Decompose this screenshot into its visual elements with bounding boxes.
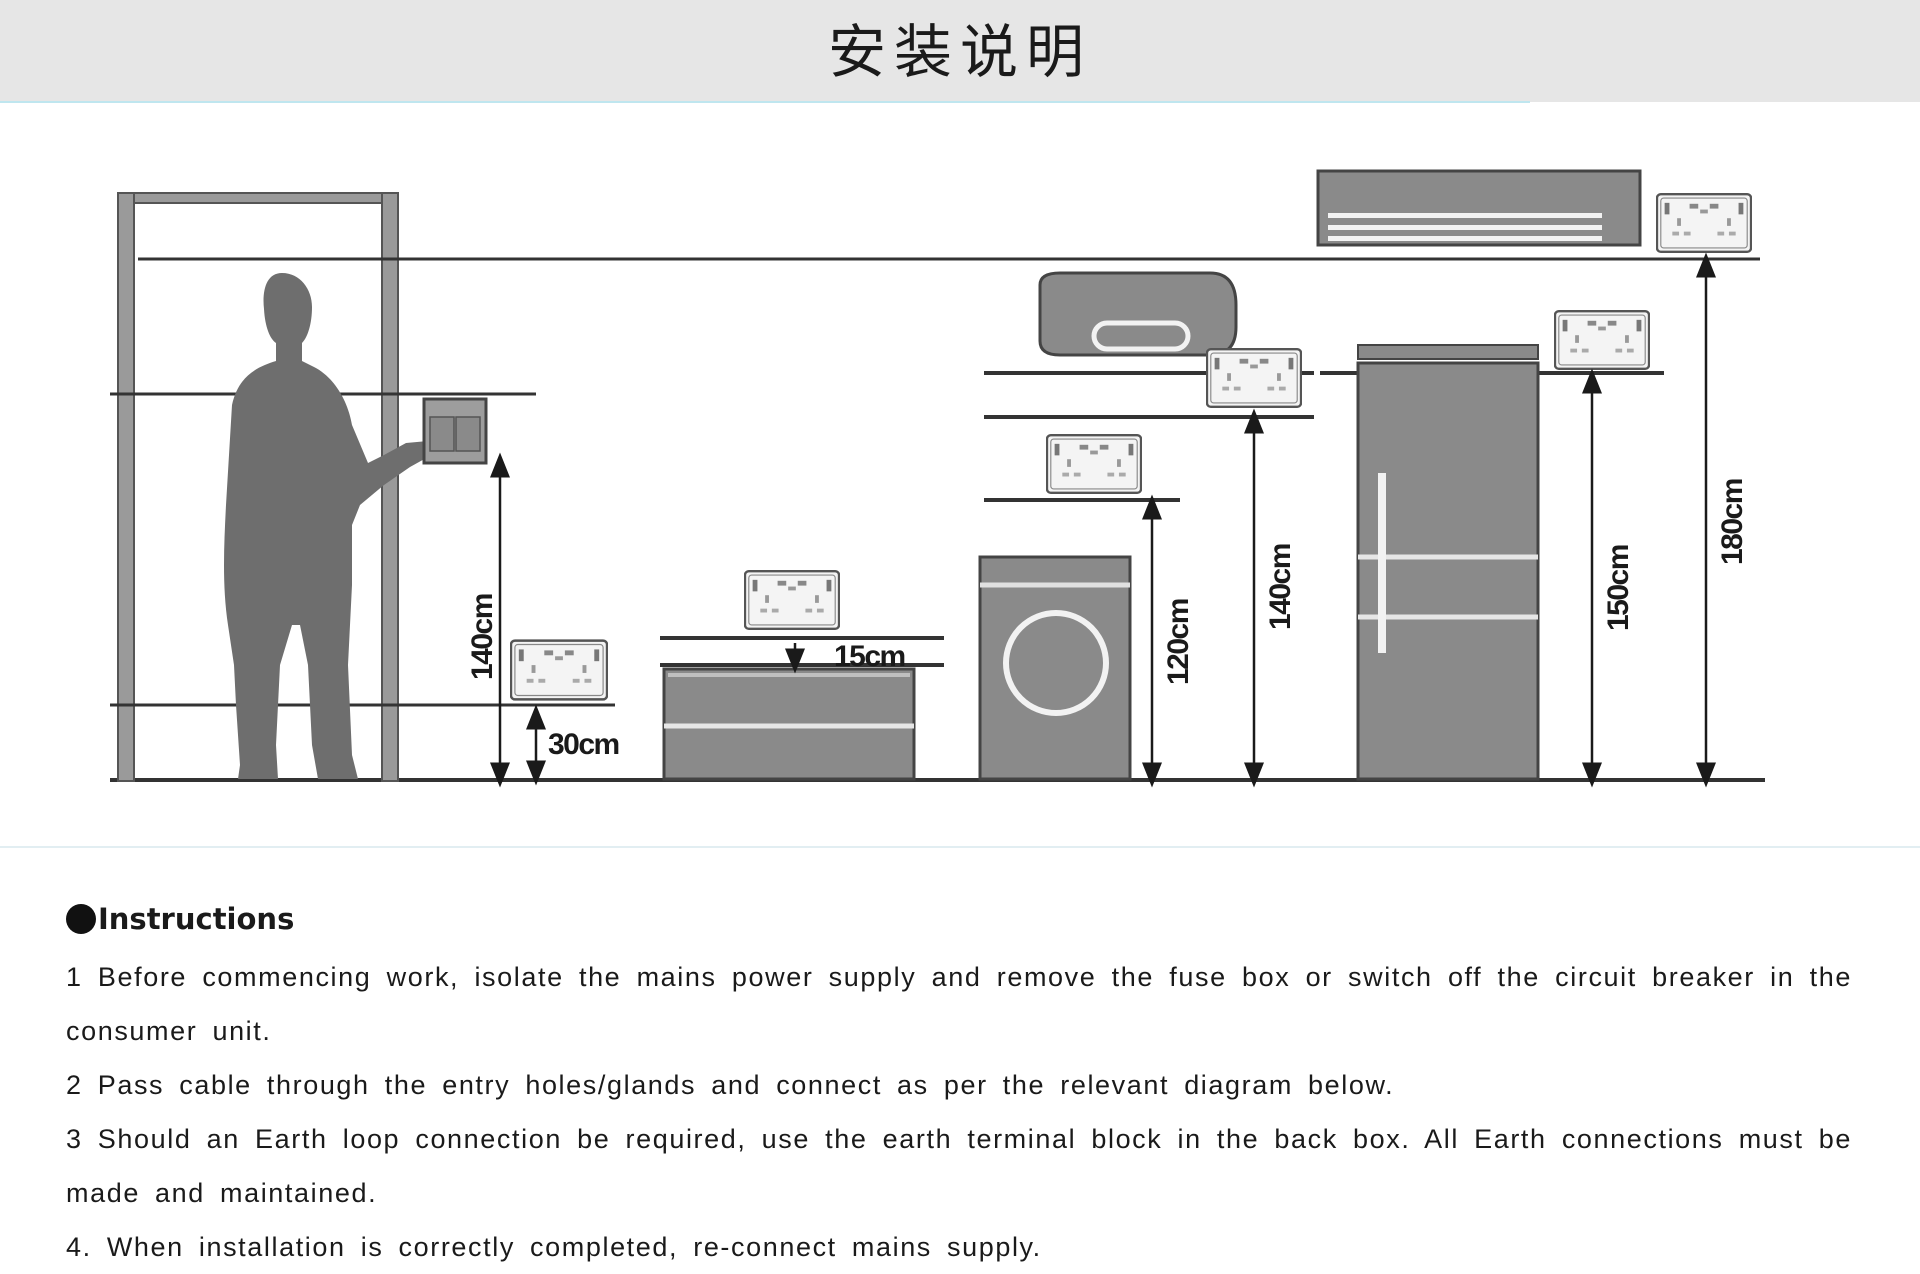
dimension-label-switch: 140cm bbox=[466, 594, 499, 680]
dimension-label-low-socket: 30cm bbox=[548, 728, 619, 761]
refrigerator bbox=[1320, 344, 1664, 781]
double-socket-counter bbox=[744, 569, 840, 631]
double-socket-water-heater bbox=[1206, 347, 1302, 409]
double-socket-low bbox=[510, 639, 608, 701]
instructions-heading: Instructions bbox=[66, 888, 1852, 950]
instruction-step-4: 4. When installation is correctly comple… bbox=[66, 1232, 1042, 1262]
instructions-section: Instructions 1 Before commencing work, i… bbox=[66, 888, 1852, 1274]
dimension-label-washer: 120cm bbox=[1162, 599, 1195, 685]
washing-machine bbox=[978, 498, 1180, 781]
instruction-step-3: 3 Should an Earth loop connection be req… bbox=[66, 1124, 1852, 1208]
installation-height-diagram: 140cm 30cm 15cm 120cm 140cm bbox=[110, 169, 1765, 788]
dimension-label-counter: 15cm bbox=[834, 640, 905, 673]
dimension-label-water-heater: 140cm bbox=[1264, 544, 1297, 630]
air-conditioner bbox=[1316, 169, 1642, 247]
instructions-heading-text: Instructions bbox=[98, 902, 295, 936]
instruction-step-1: 1 Before commencing work, isolate the ma… bbox=[66, 962, 1852, 1046]
light-switch bbox=[422, 397, 488, 465]
double-socket-ac bbox=[1656, 192, 1752, 254]
section-divider bbox=[0, 846, 1920, 848]
double-socket-washer bbox=[1046, 433, 1142, 495]
door-frame bbox=[117, 192, 399, 782]
dimension-label-ac: 180cm bbox=[1716, 479, 1749, 565]
double-socket-fridge bbox=[1554, 309, 1650, 371]
header-bar: 安装说明 bbox=[0, 0, 1920, 102]
page-title: 安装说明 bbox=[827, 18, 1092, 86]
person-silhouette bbox=[224, 273, 428, 779]
dimension-label-fridge: 150cm bbox=[1602, 545, 1635, 631]
instruction-step-2: 2 Pass cable through the entry holes/gla… bbox=[66, 1070, 1395, 1100]
bullet-icon bbox=[66, 904, 96, 934]
cabinet bbox=[660, 636, 944, 781]
header-divider bbox=[0, 101, 1530, 103]
water-heater bbox=[984, 271, 1314, 419]
